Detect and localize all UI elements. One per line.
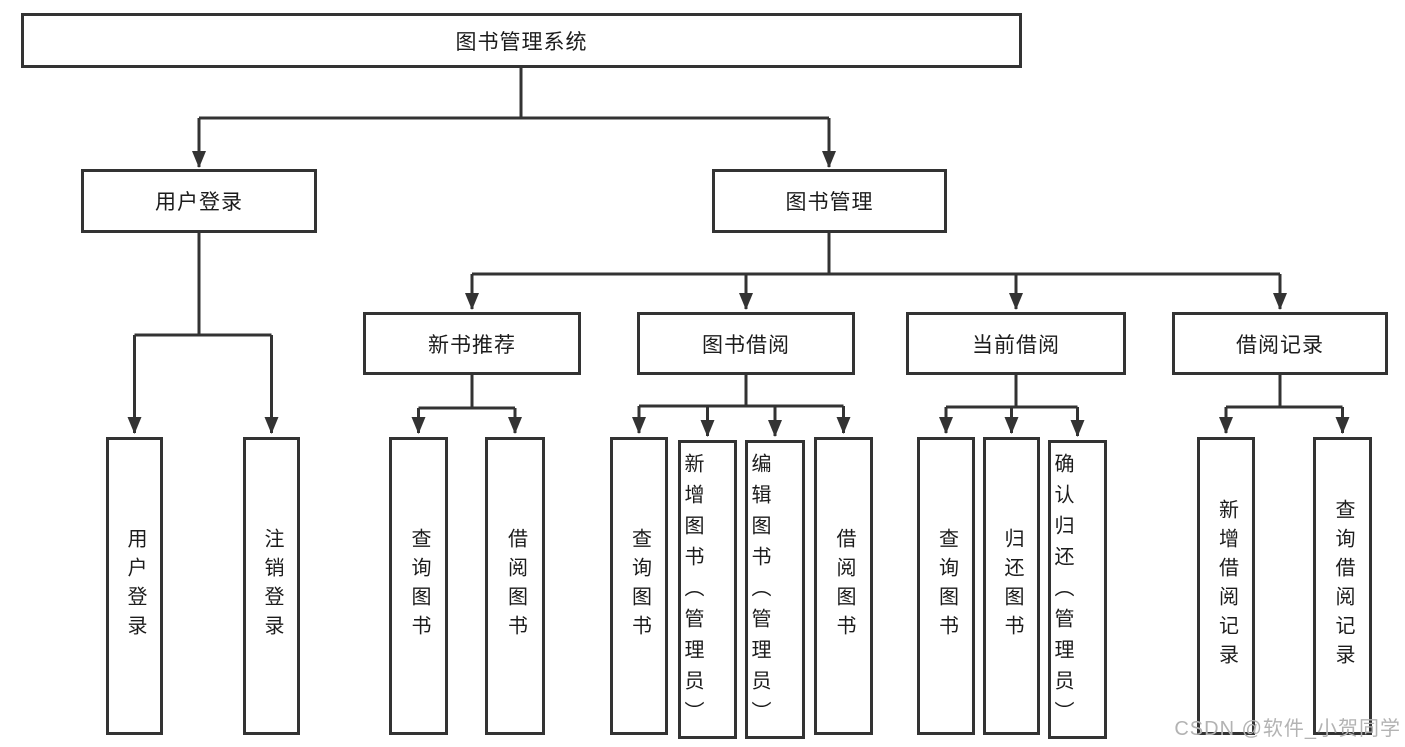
leaf-borrow-books: 借阅图书	[814, 437, 873, 735]
leaf-borrow-books-recommend: 借阅图书	[485, 437, 545, 735]
node-label: 借阅记录	[1236, 333, 1324, 357]
leaf-query-books-borrow: 查询图书	[610, 437, 668, 735]
node-label: 图书管理系统	[455, 30, 588, 54]
node-book-borrow: 图书借阅	[637, 312, 855, 375]
node-label: 图书管理	[785, 191, 874, 214]
node-borrow-records: 借阅记录	[1172, 312, 1388, 375]
node-current-borrow: 当前借阅	[906, 312, 1126, 375]
node-label: 查询借阅记录	[1332, 499, 1354, 673]
node-label: 借阅图书	[833, 528, 855, 644]
leaf-return-book: 归还图书	[983, 437, 1040, 735]
node-label: 查询图书	[935, 528, 958, 644]
leaf-user-login: 用户登录	[106, 437, 163, 735]
leaf-query-borrow-record: 查询借阅记录	[1313, 437, 1372, 735]
leaf-add-book-admin: 新增图书（管理员）	[678, 440, 737, 739]
node-label: 确认归还（管理员）	[1051, 452, 1073, 732]
leaf-add-borrow-record: 新增借阅记录	[1197, 437, 1255, 735]
node-library-management-system: 图书管理系统	[21, 13, 1022, 68]
node-label: 新书推荐	[428, 333, 516, 357]
node-book-management: 图书管理	[712, 169, 947, 233]
leaf-query-books-current: 查询图书	[917, 437, 975, 735]
node-label: 归还图书	[1001, 528, 1023, 644]
leaf-confirm-return-admin: 确认归还（管理员）	[1048, 440, 1107, 739]
node-label: 新增图书（管理员）	[681, 452, 703, 732]
node-label: 用户登录	[124, 528, 146, 644]
node-label: 查询图书	[628, 528, 651, 644]
node-new-book-recommend: 新书推荐	[363, 312, 581, 375]
leaf-edit-book-admin: 编辑图书（管理员）	[745, 440, 805, 739]
leaf-logout: 注销登录	[243, 437, 300, 735]
node-label: 查询图书	[408, 528, 430, 644]
csdn-watermark: CSDN @软件_小贺同学	[1174, 718, 1401, 740]
node-label: 新增借阅记录	[1215, 499, 1238, 673]
node-user-login: 用户登录	[81, 169, 317, 233]
node-label: 当前借阅	[972, 333, 1060, 357]
leaf-query-books-recommend: 查询图书	[389, 437, 448, 735]
node-label: 编辑图书（管理员）	[748, 452, 770, 732]
node-label: 图书借阅	[702, 333, 790, 357]
node-label: 注销登录	[261, 528, 283, 644]
node-label: 用户登录	[155, 191, 243, 214]
node-label: 借阅图书	[504, 528, 527, 644]
